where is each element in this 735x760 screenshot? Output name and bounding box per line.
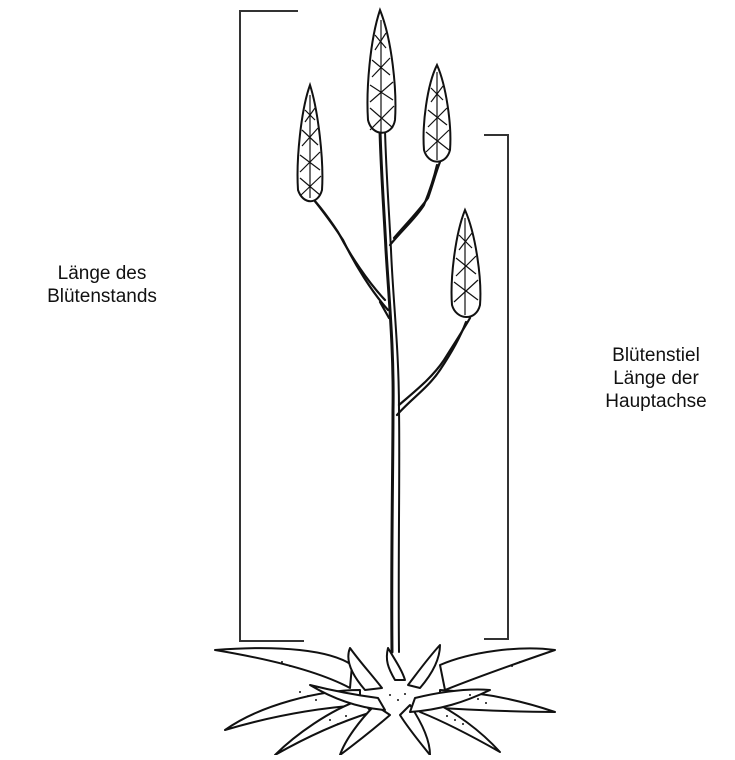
peduncle-length-label: Blütenstiel Länge der Hauptachse — [577, 344, 735, 413]
peduncle-label-line2: Länge der — [577, 367, 735, 390]
peduncle-length-bracket — [484, 135, 508, 639]
main-stem — [380, 130, 399, 652]
inflorescence-length-label-line1: Länge des — [14, 262, 190, 285]
flower-spike-right-upper — [424, 65, 451, 162]
leaf-rosette — [215, 645, 555, 755]
flower-spike-top — [368, 10, 396, 133]
peduncle-label-line3: Hauptachse — [577, 390, 735, 413]
inflorescence-length-label: Länge des Blütenstands — [14, 262, 190, 308]
inflorescence-length-label-line2: Blütenstands — [14, 285, 190, 308]
inflorescence-length-bracket — [240, 11, 304, 641]
flower-spike-right-lower — [452, 210, 481, 317]
flower-spike-left — [298, 85, 323, 201]
peduncle-label-line1: Blütenstiel — [577, 344, 735, 367]
